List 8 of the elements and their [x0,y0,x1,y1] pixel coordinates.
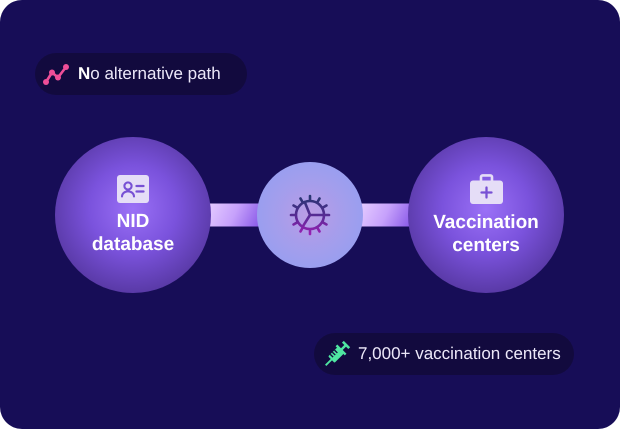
node-label: NID database [90,210,176,256]
info-pill [314,333,574,375]
connector-bar [362,204,410,226]
node-label: Vaccination centers [432,210,540,256]
info-pill [35,53,247,95]
connector-bar [210,204,258,226]
pill-text: No alternative path [78,64,221,84]
pill-text: 7,000+ vaccination centers [358,344,561,364]
